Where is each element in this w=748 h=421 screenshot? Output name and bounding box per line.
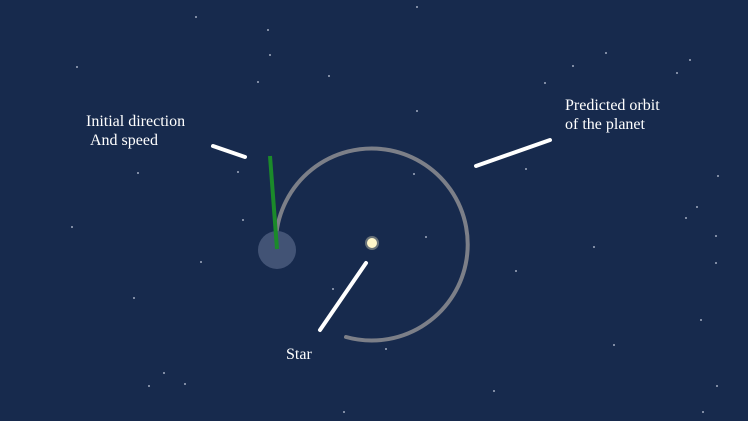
- background-star: [593, 246, 595, 248]
- background-star: [200, 261, 202, 263]
- background-star: [685, 217, 687, 219]
- background-star: [605, 52, 607, 54]
- initial-direction-label-line1: Initial direction: [86, 113, 186, 130]
- background-star: [700, 319, 702, 321]
- background-star: [525, 168, 527, 170]
- background-star: [702, 411, 704, 413]
- predicted-orbit-label: Predicted orbit of the planet: [565, 96, 660, 134]
- background-star: [242, 219, 244, 221]
- background-star: [715, 262, 717, 264]
- background-star: [184, 383, 186, 385]
- star: [367, 238, 377, 248]
- background-star: [425, 236, 427, 238]
- background-star: [716, 385, 718, 387]
- orbit-pointer-line: [474, 138, 552, 168]
- background-star: [237, 171, 239, 173]
- background-star: [676, 72, 678, 74]
- background-star: [76, 66, 78, 68]
- background-star: [332, 288, 334, 290]
- background-star: [689, 59, 691, 61]
- background-star: [416, 6, 418, 8]
- planet: [258, 231, 296, 269]
- initial-direction-label: Initial direction And speed: [86, 112, 185, 150]
- direction-pointer-line: [211, 144, 247, 159]
- background-star: [544, 82, 546, 84]
- predicted-orbit-label-line1: Predicted orbit: [565, 97, 660, 114]
- background-star: [328, 75, 330, 77]
- background-star: [717, 175, 719, 177]
- initial-velocity-vector: [268, 155, 279, 250]
- background-star: [572, 65, 574, 67]
- initial-direction-label-line2: And speed: [90, 132, 158, 149]
- background-star: [715, 235, 717, 237]
- star-pointer-line: [318, 261, 368, 332]
- predicted-orbit-path: [274, 146, 470, 343]
- background-starfield: [71, 6, 719, 413]
- background-star: [515, 270, 517, 272]
- background-star: [613, 344, 615, 346]
- background-star: [133, 297, 135, 299]
- background-star: [385, 348, 387, 350]
- background-star: [267, 29, 269, 31]
- background-star: [257, 81, 259, 83]
- background-star: [343, 411, 345, 413]
- background-star: [416, 110, 418, 112]
- background-star: [71, 226, 73, 228]
- predicted-orbit-label-line2: of the planet: [565, 116, 645, 133]
- background-star: [163, 372, 165, 374]
- background-star: [148, 385, 150, 387]
- star-label: Star: [286, 346, 312, 363]
- background-star: [493, 390, 495, 392]
- background-star: [137, 172, 139, 174]
- background-star: [696, 206, 698, 208]
- background-star: [195, 16, 197, 18]
- background-star: [269, 54, 271, 56]
- background-star: [413, 173, 415, 175]
